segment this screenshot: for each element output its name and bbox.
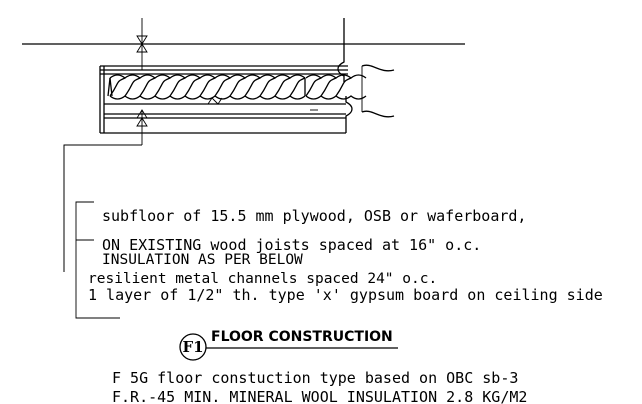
section-tag: F1 <box>179 333 207 361</box>
subfloor-layer <box>100 65 348 75</box>
description-line-1: F 5G floor constuction type based on OBC… <box>112 369 518 387</box>
insulation-batts <box>107 74 367 100</box>
leader-bracket <box>63 145 120 319</box>
note-joists: ON EXISTING wood joists spaced at 16" o.… <box>102 236 481 254</box>
note-subfloor: subfloor of 15.5 mm plywood, OSB or wafe… <box>102 207 526 225</box>
note-channels: resilient metal channels spaced 24" o.c. <box>88 271 437 287</box>
left-section-edge <box>99 66 105 133</box>
note-gypsum: 1 layer of 1/2" th. type 'x' gypsum boar… <box>88 286 603 304</box>
center-marker <box>136 18 148 70</box>
description-line-2: F.R.-45 MIN. MINERAL WOOL INSULATION 2.8… <box>112 388 527 404</box>
section-tag-label: F1 <box>182 338 203 356</box>
break-line <box>337 18 353 133</box>
gypsum-board-layer <box>104 113 346 119</box>
section-title: FLOOR CONSTRUCTION <box>211 329 393 345</box>
right-detail-waves <box>361 64 395 118</box>
note-insulation: INSULATION AS PER BELOW <box>102 252 303 268</box>
resilient-channel <box>104 97 346 111</box>
